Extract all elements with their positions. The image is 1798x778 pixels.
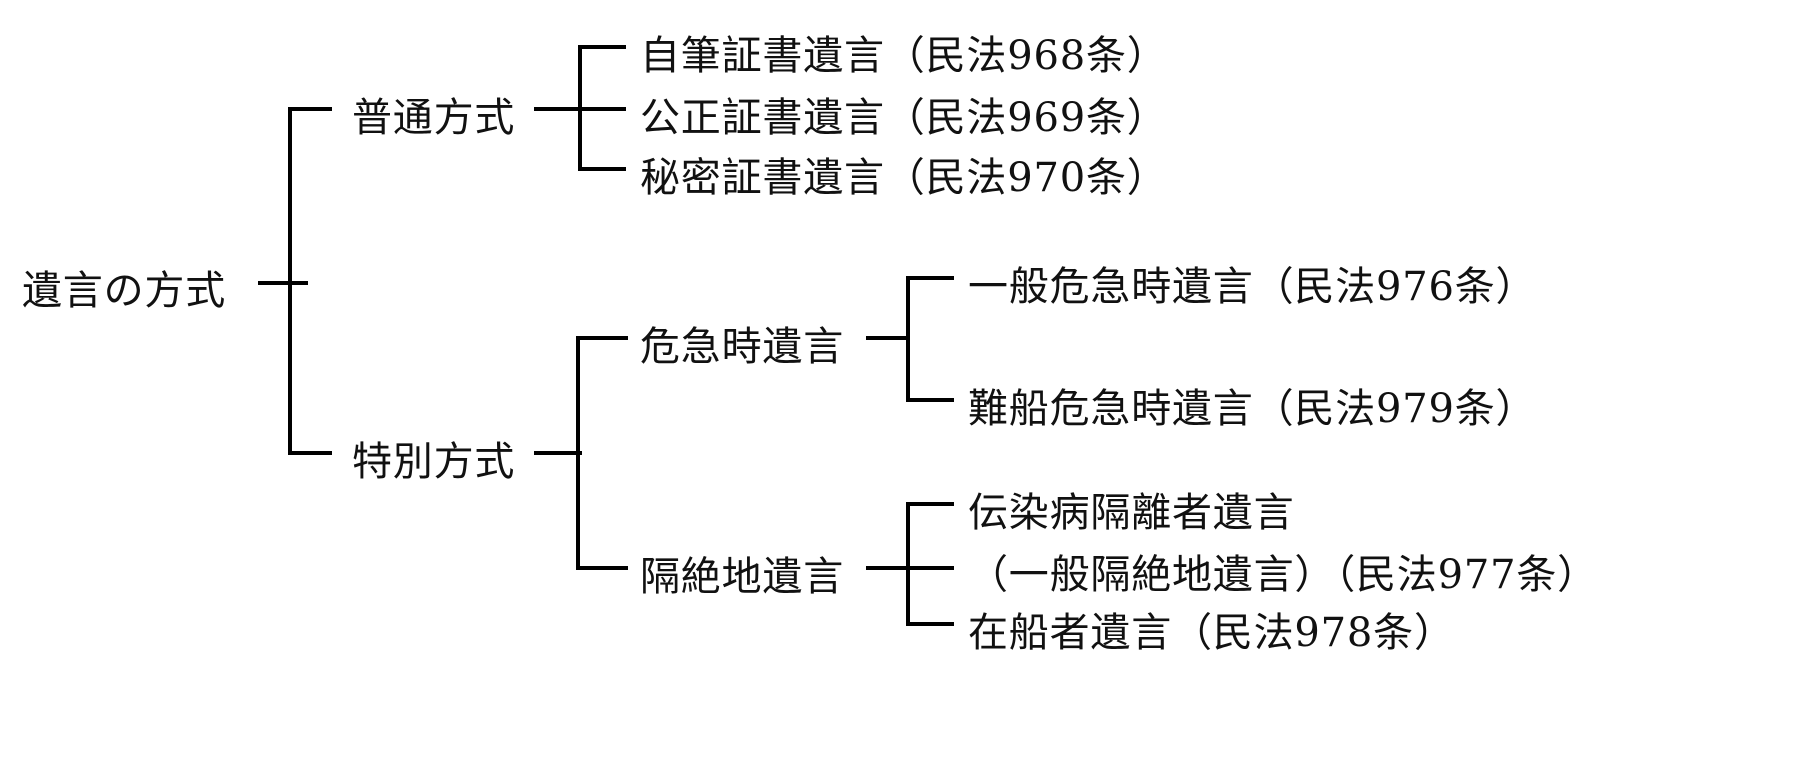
ordinary-child-stub-2-line: [578, 107, 626, 111]
leaf-secret-will-label: 秘密証書遺言（民法970条）: [640, 155, 1168, 201]
ordinary-child-stub-1-line: [578, 45, 626, 49]
emergency-child-stub-1-line: [906, 276, 954, 280]
branch-emergency-will-label: 危急時遺言: [640, 324, 844, 370]
emergency-children-spine-line: [906, 278, 910, 402]
special-child-stub-2-line: [576, 566, 628, 570]
isolated-connector-line: [866, 566, 910, 570]
branch-stub-special-line: [288, 451, 332, 455]
isolated-children-spine-line: [906, 504, 910, 626]
isolated-child-stub-2-line: [906, 566, 954, 570]
leaf-general-isolated-area-will-label: （一般隔絶地遺言）（民法977条）: [968, 552, 1598, 598]
branch-isolated-area-will-label: 隔絶地遺言: [640, 554, 844, 600]
branch-ordinary-label: 普通方式: [352, 95, 516, 141]
root-node-label: 遺言の方式: [22, 268, 226, 314]
ordinary-connector-line: [534, 107, 584, 111]
level2-spine-line: [288, 109, 292, 455]
isolated-child-stub-3-line: [906, 622, 954, 626]
emergency-connector-line: [866, 336, 910, 340]
emergency-child-stub-2-line: [906, 398, 954, 402]
leaf-general-emergency-will-label: 一般危急時遺言（民法976条）: [968, 264, 1537, 310]
leaf-holograph-will-label: 自筆証書遺言（民法968条）: [640, 33, 1168, 79]
leaf-aboard-ship-will-label: 在船者遺言（民法978条）: [968, 610, 1455, 656]
special-children-spine-line: [576, 338, 580, 568]
leaf-notarized-will-label: 公正証書遺言（民法969条）: [640, 95, 1168, 141]
special-child-stub-1-line: [576, 336, 628, 340]
branch-stub-ordinary-line: [288, 107, 332, 111]
leaf-shipwreck-emergency-will-label: 難船危急時遺言（民法979条）: [968, 386, 1537, 432]
root-connector-line: [258, 281, 308, 285]
leaf-infectious-isolation-will-label: 伝染病隔離者遺言: [968, 490, 1295, 536]
isolated-child-stub-1-line: [906, 502, 954, 506]
branch-special-label: 特別方式: [352, 439, 516, 485]
ordinary-child-stub-3-line: [578, 167, 626, 171]
special-connector-line: [534, 451, 582, 455]
